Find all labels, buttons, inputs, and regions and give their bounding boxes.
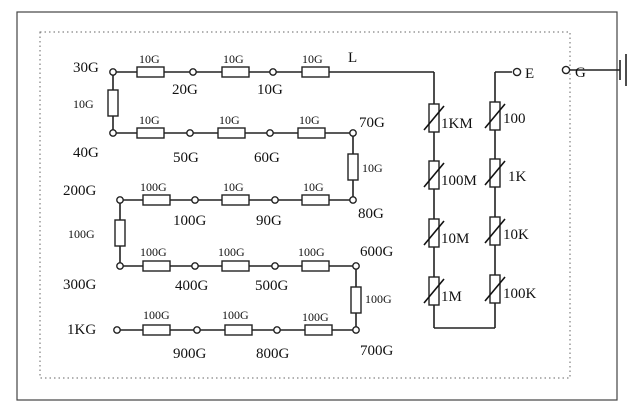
value-r5a: 100G	[143, 308, 170, 322]
range-resistors-left	[423, 103, 445, 306]
range-right-1k: 1K	[508, 169, 527, 185]
resistor-r3c	[301, 194, 330, 206]
resistor-r2c	[297, 127, 326, 139]
label-200g: 200G	[63, 183, 97, 199]
range-resistors-right	[484, 101, 506, 304]
range-left-1km: 1KM	[441, 116, 473, 132]
resistor-right2	[350, 286, 362, 314]
resistor-r2a	[136, 127, 165, 139]
label-90g: 90G	[256, 213, 282, 229]
value-r2a: 10G	[139, 113, 160, 127]
label-400g: 400G	[175, 278, 209, 294]
resistor-left2	[114, 219, 126, 247]
value-right1: 10G	[362, 161, 383, 175]
resistor-left1	[107, 89, 119, 117]
value-left1: 10G	[73, 97, 94, 111]
value-r5b: 100G	[222, 308, 249, 322]
label-30g: 30G	[73, 60, 99, 76]
range-left-1m: 1M	[441, 289, 462, 305]
terminal-g-label: G	[575, 65, 586, 81]
label-100g-node: 100G	[173, 213, 207, 229]
terminal-g-node	[561, 65, 571, 75]
value-right2: 100G	[365, 292, 392, 306]
label-500g: 500G	[255, 278, 289, 294]
resistor-r5b	[224, 324, 253, 336]
label-300g: 300G	[63, 277, 97, 293]
label-60g: 60G	[254, 150, 280, 166]
value-r1c: 10G	[302, 52, 323, 66]
value-r4a: 100G	[140, 245, 167, 259]
label-1kg: 1KG	[67, 322, 96, 338]
label-700g: 700G	[360, 343, 394, 359]
resistor-r5c	[304, 324, 333, 336]
value-r3b: 10G	[223, 180, 244, 194]
value-r3a: 100G	[140, 180, 167, 194]
label-600g: 600G	[360, 244, 394, 260]
label-20g: 20G	[172, 82, 198, 98]
range-left-10m: 10M	[441, 231, 469, 247]
inner-dashed-frame	[39, 31, 571, 379]
label-800g: 800G	[256, 346, 290, 362]
value-r3c: 10G	[303, 180, 324, 194]
label-80g: 80G	[358, 206, 384, 222]
label-40g: 40G	[73, 145, 99, 161]
range-right-10k: 10K	[503, 227, 529, 243]
resistor-r1b	[221, 66, 250, 78]
resistor-r3b	[221, 194, 250, 206]
terminal-l-label: L	[348, 50, 357, 66]
resistor-r5a	[142, 324, 171, 336]
value-r1b: 10G	[223, 52, 244, 66]
label-10g-node: 10G	[257, 82, 283, 98]
range-left-100m: 100M	[441, 173, 477, 189]
label-70g: 70G	[359, 115, 385, 131]
resistor-r4a	[142, 260, 171, 272]
terminal-e-node	[512, 67, 522, 77]
value-r4c: 100G	[298, 245, 325, 259]
range-right-100: 100	[503, 111, 526, 127]
resistor-r2b	[217, 127, 246, 139]
value-left2: 100G	[68, 227, 95, 241]
resistor-right1	[347, 153, 359, 181]
resistor-r1c	[301, 66, 330, 78]
value-r5c: 100G	[302, 310, 329, 324]
outer-frame	[16, 11, 618, 401]
tap-nodes	[109, 68, 360, 334]
resistor-r4b	[221, 260, 250, 272]
resistor-r3a	[142, 194, 171, 206]
value-r2b: 10G	[219, 113, 240, 127]
label-50g: 50G	[173, 150, 199, 166]
label-900g: 900G	[173, 346, 207, 362]
resistor-r1a	[136, 66, 165, 78]
resistor-r4c	[301, 260, 330, 272]
range-right-100k: 100K	[503, 286, 537, 302]
value-r4b: 100G	[218, 245, 245, 259]
value-r1a: 10G	[139, 52, 160, 66]
terminal-e-label: E	[525, 66, 534, 82]
value-r2c: 10G	[299, 113, 320, 127]
